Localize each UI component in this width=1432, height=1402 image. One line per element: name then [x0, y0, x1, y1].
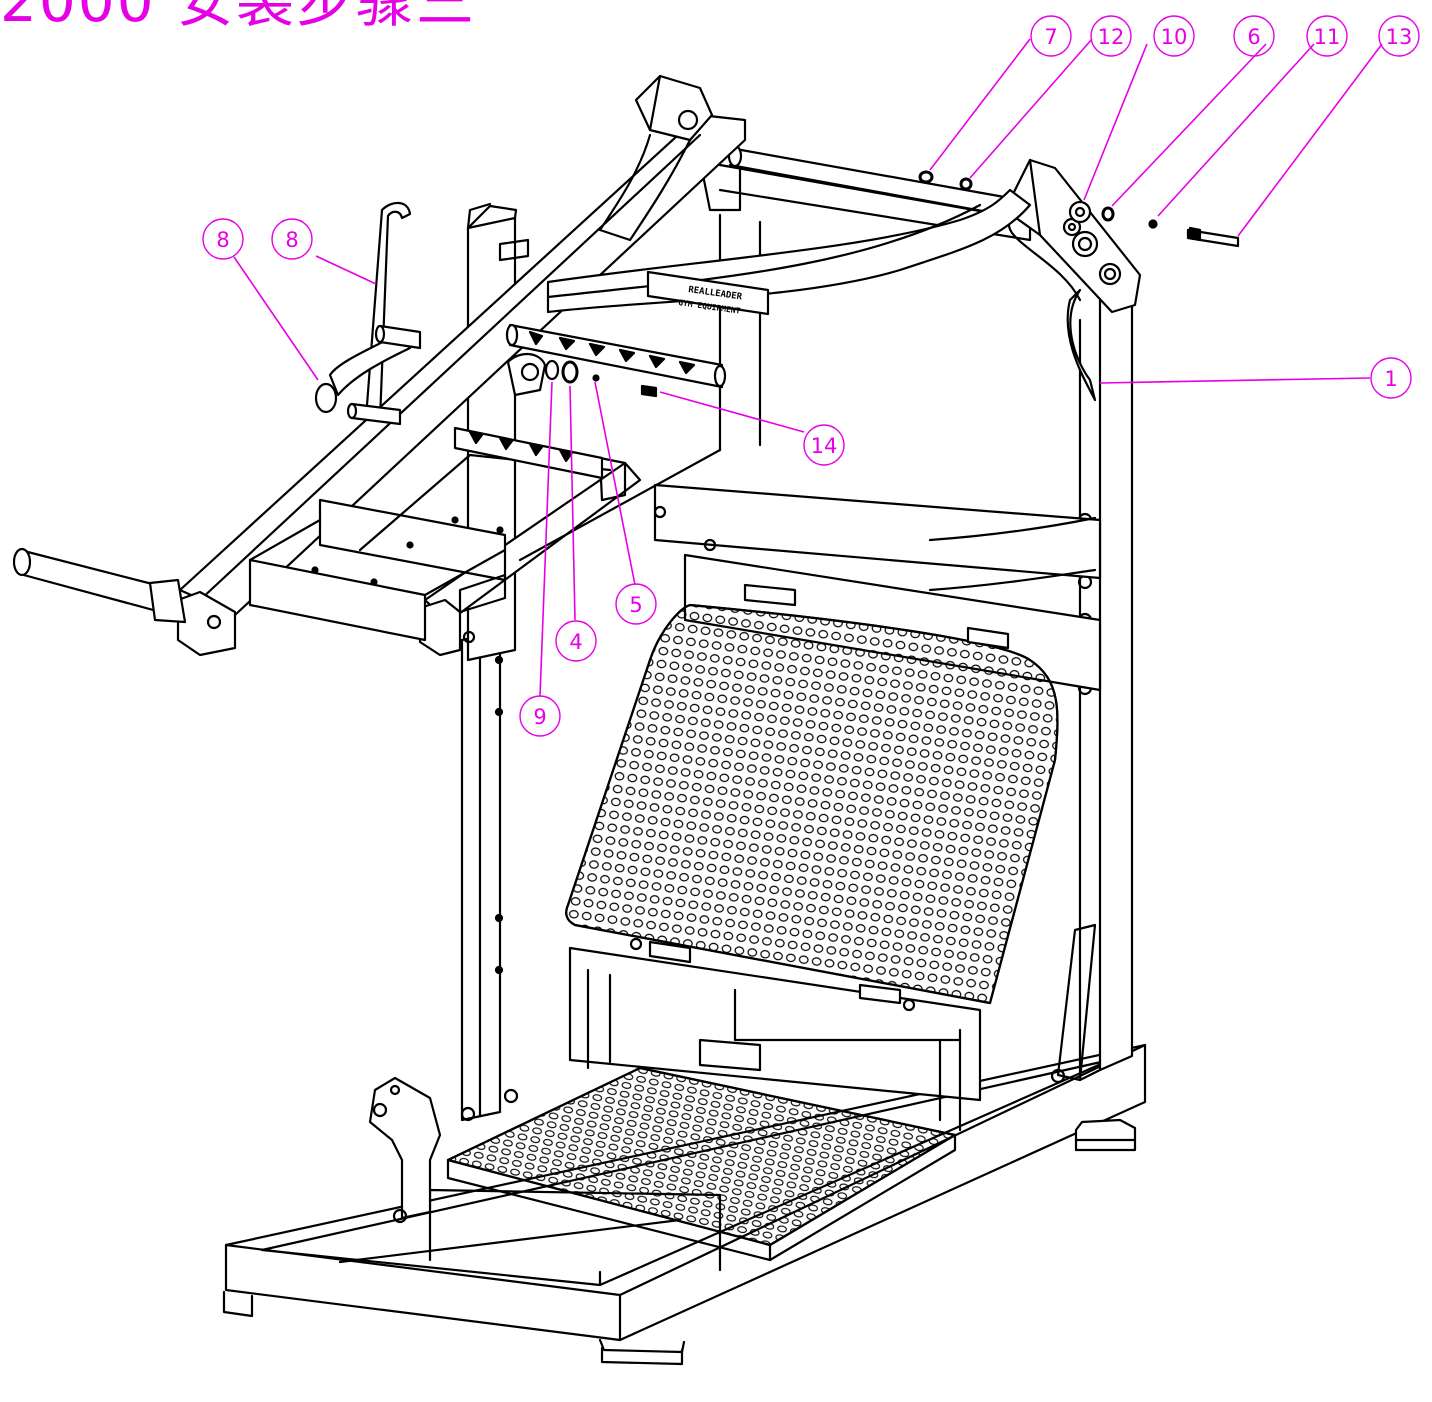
leader-5 [594, 381, 636, 586]
leader-6 [1111, 43, 1267, 207]
pivot-bracket [1003, 158, 1142, 314]
leader-4 [569, 385, 576, 621]
callout-label-6: 6 [1247, 25, 1260, 49]
callout-9: 9 [519, 695, 561, 737]
callout-4: 4 [555, 620, 597, 662]
seat-support [568, 937, 982, 1132]
callout-label-4: 4 [569, 630, 582, 654]
leader-10 [1083, 43, 1148, 201]
leader-9 [539, 381, 553, 697]
callout-11: 11 [1306, 15, 1348, 57]
page-title: 2000 安装步骤三 [0, 0, 477, 35]
leader-8b [315, 255, 377, 285]
foot-plate [446, 1066, 957, 1262]
callout-6: 6 [1233, 15, 1275, 57]
pivot-washers [506, 353, 658, 398]
front-cross-frame [248, 453, 612, 644]
callout-label-12: 12 [1098, 25, 1125, 49]
callout-label-7: 7 [1044, 25, 1057, 49]
back-pad [565, 583, 1059, 1005]
left-upright [460, 630, 519, 1122]
callout-label-8-left: 8 [216, 228, 229, 252]
leader-14 [659, 391, 805, 433]
callout-label-11: 11 [1314, 25, 1341, 49]
front-foot-support [368, 1076, 442, 1224]
callout-label-10: 10 [1161, 25, 1188, 49]
callout-1: 1 [1370, 357, 1412, 399]
callout-10: 10 [1153, 15, 1195, 57]
pivot-hardware [918, 170, 1240, 248]
callout-5: 5 [615, 583, 657, 625]
roller-bars [453, 323, 727, 480]
callout-label-9: 9 [533, 705, 546, 729]
callout-label-8-right: 8 [285, 228, 298, 252]
callout-leaders [233, 38, 1383, 697]
leader-12 [969, 38, 1093, 179]
loading-horn [12, 547, 187, 624]
callout-bubbles: 7 12 10 6 11 13 8 8 [202, 15, 1420, 737]
machine-line-art [12, 74, 1240, 1366]
leader-13 [1237, 43, 1383, 237]
callout-7: 7 [1030, 15, 1072, 57]
callout-label-14: 14 [811, 434, 838, 458]
leader-8a [233, 256, 319, 381]
leader-7 [929, 38, 1031, 171]
callout-12: 12 [1090, 15, 1132, 57]
callout-label-13: 13 [1386, 25, 1413, 49]
handle-lever [314, 201, 422, 426]
name-plate [646, 270, 770, 316]
callout-8-left: 8 [202, 218, 244, 260]
callout-14: 14 [803, 424, 845, 466]
callout-8-right: 8 [271, 218, 313, 260]
leader-11 [1157, 43, 1315, 217]
lever-arms [176, 74, 1032, 657]
leader-1 [1099, 377, 1371, 384]
callout-13: 13 [1378, 15, 1420, 57]
callout-label-5: 5 [629, 593, 642, 617]
callout-label-1: 1 [1384, 367, 1397, 391]
curved-back-support [718, 213, 1097, 452]
